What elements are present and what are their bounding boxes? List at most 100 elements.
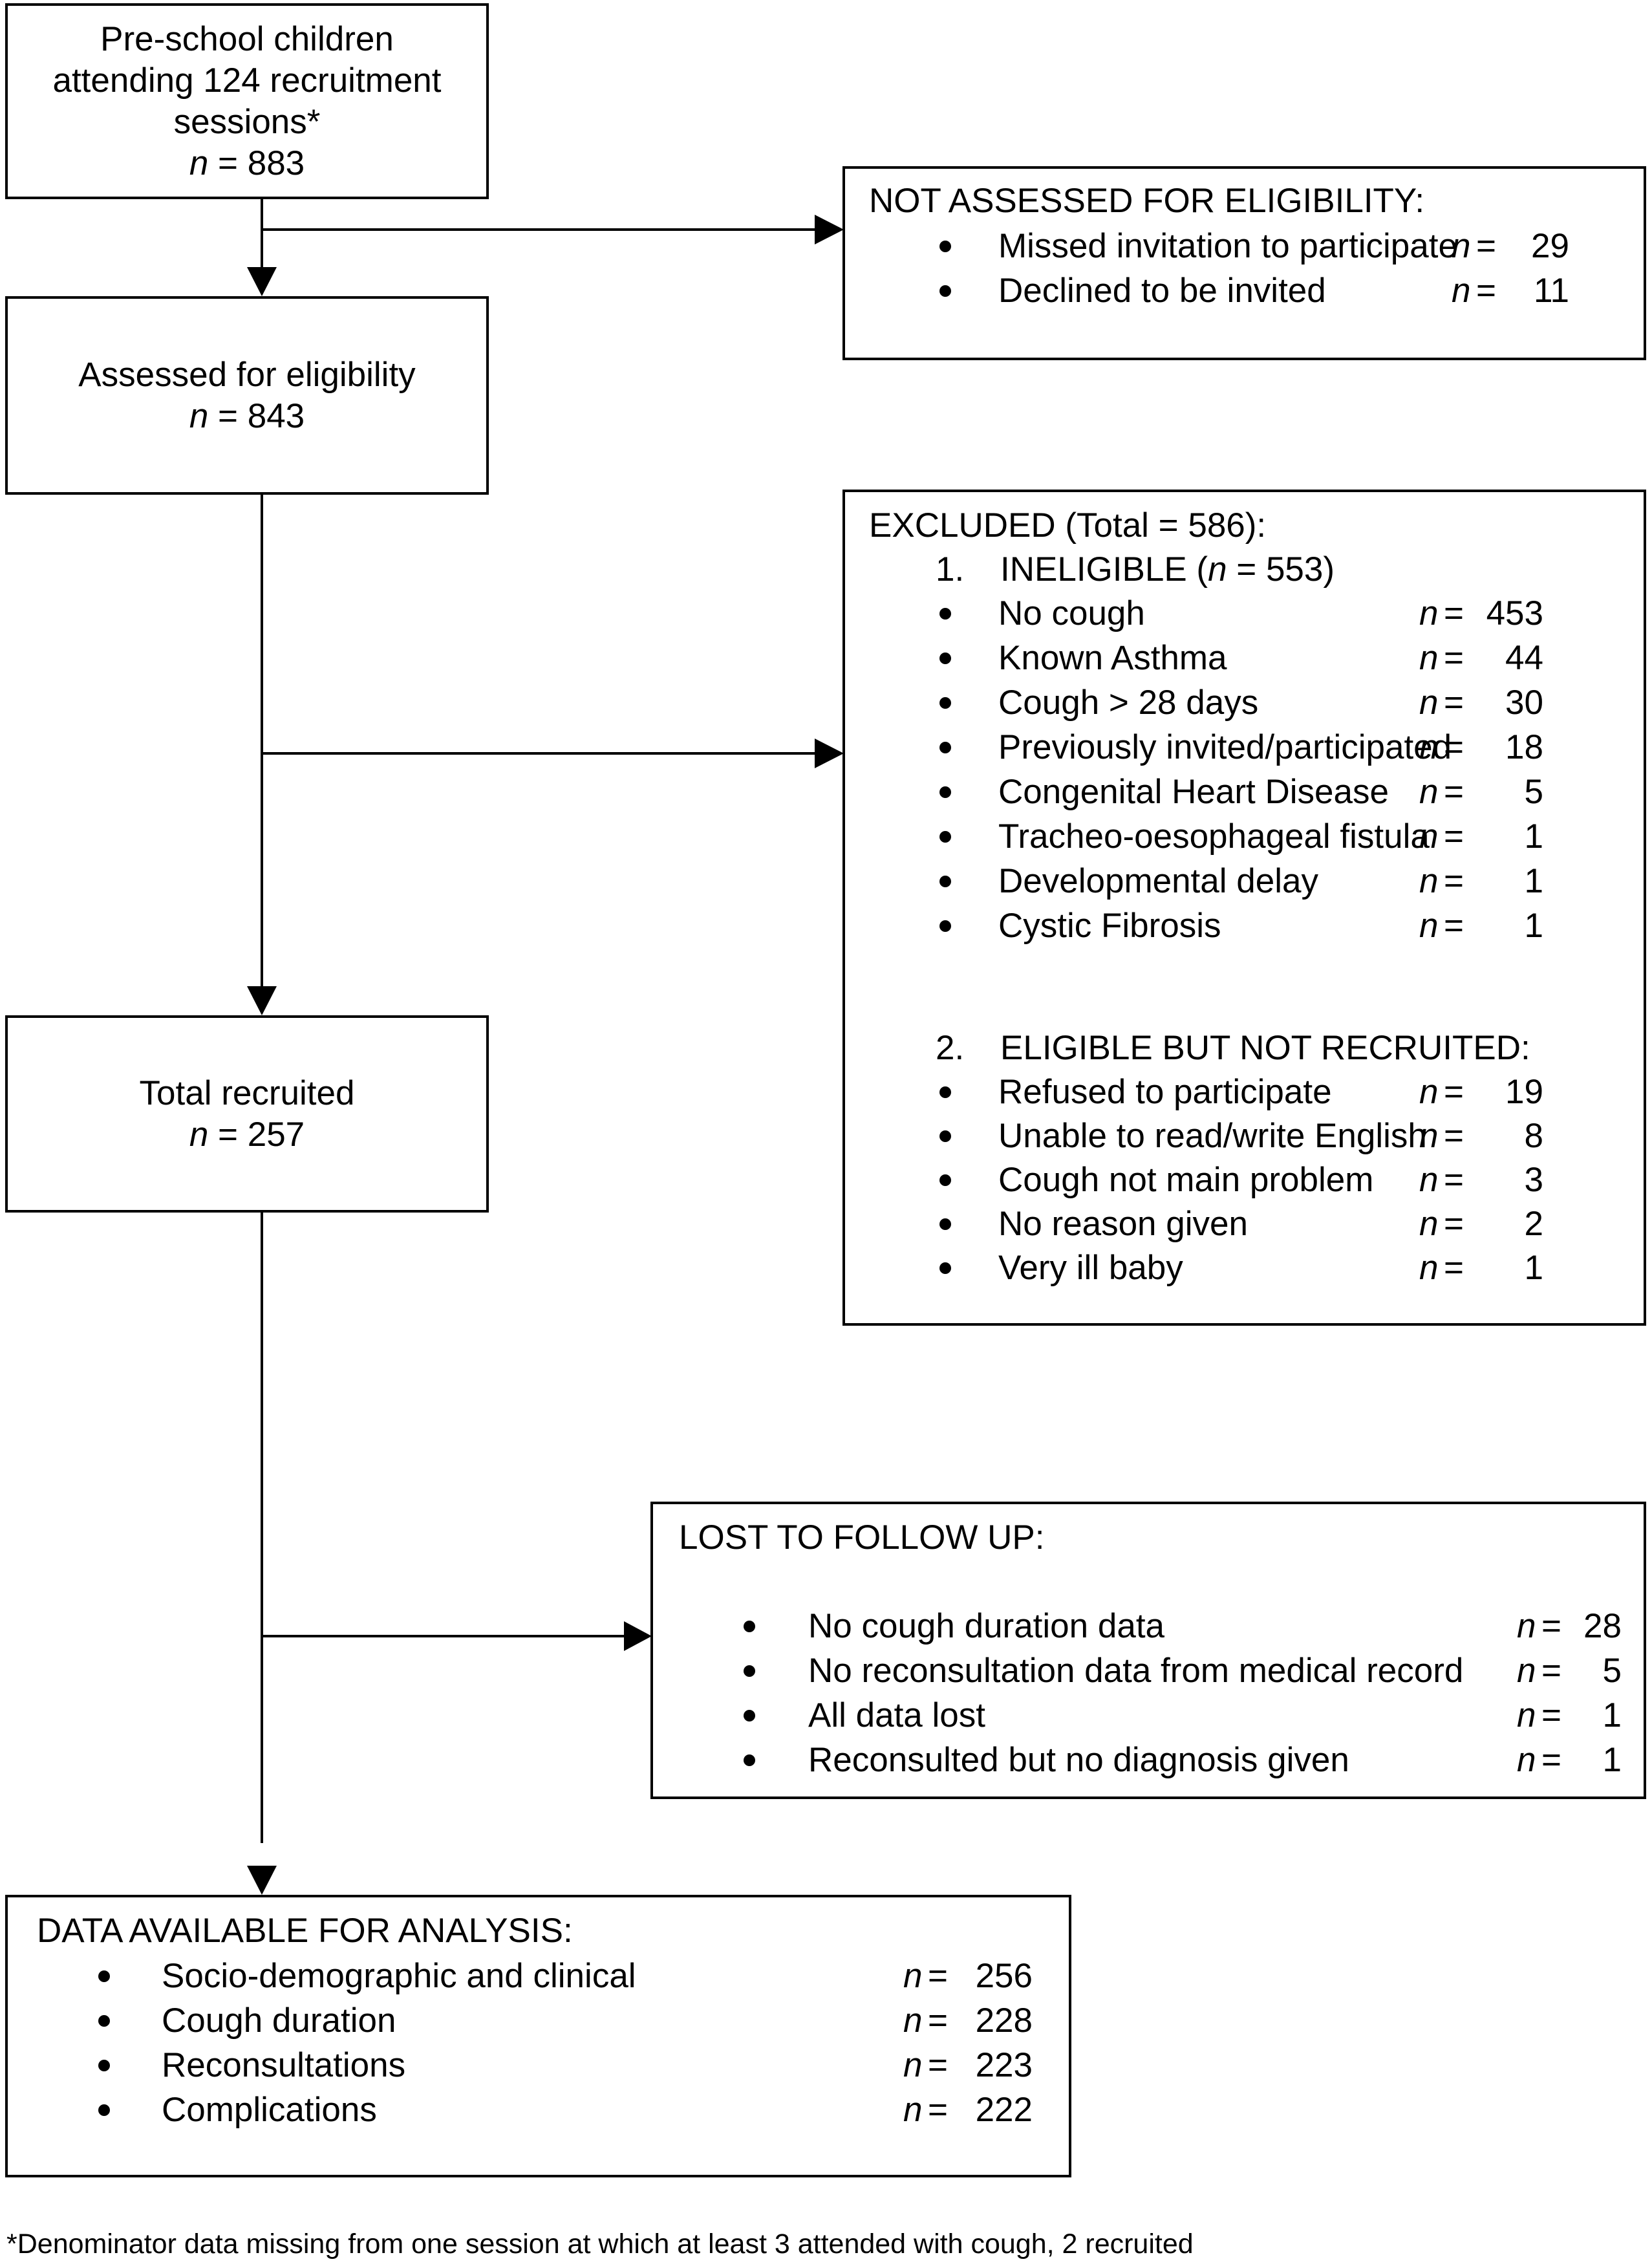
item-count: 228 <box>975 2002 1033 2040</box>
item-count: 453 <box>1486 594 1543 632</box>
item-label: Reconsultations <box>162 2046 406 2084</box>
equals-sign: = <box>1476 227 1496 265</box>
equals-sign: = <box>1541 1696 1561 1734</box>
equals-sign: = <box>1541 1741 1561 1779</box>
item-count: 1 <box>1602 1741 1622 1779</box>
item-label: Known Asthma <box>998 639 1227 677</box>
n-symbol: n <box>1517 1696 1536 1734</box>
n-symbol: n <box>1419 817 1439 856</box>
n-symbol: n <box>1419 1249 1439 1287</box>
bullet-icon <box>939 608 951 620</box>
equals-sign: = <box>1444 639 1464 677</box>
group1-title-pre: INELIGIBLE ( <box>1000 550 1208 588</box>
equals-sign: = <box>928 2046 948 2084</box>
n-symbol: n <box>1517 1741 1536 1779</box>
equals-sign: = <box>1444 728 1464 766</box>
item-label: Tracheo-oesophageal fistula <box>998 817 1430 856</box>
equals-sign: = <box>1444 1073 1464 1111</box>
available-title: DATA AVAILABLE FOR ANALYSIS: <box>37 1912 573 1950</box>
bullet-icon <box>939 742 951 753</box>
footnote: *Denominator data missing from one sessi… <box>6 2228 1194 2260</box>
item-label: Cough > 28 days <box>998 684 1259 722</box>
arrowhead-excluded <box>815 739 844 768</box>
bullet-icon <box>98 1970 110 1982</box>
item-label: Unable to read/write English <box>998 1117 1427 1155</box>
group2-number: 2. <box>936 1029 965 1067</box>
list-item: Known Asthma n= 44 <box>845 636 1644 680</box>
equals-sign: = <box>1541 1607 1561 1645</box>
item-label: No cough duration data <box>808 1607 1165 1645</box>
equals-sign: = <box>1444 1249 1464 1287</box>
item-count: 44 <box>1505 639 1543 677</box>
item-count: 3 <box>1524 1161 1543 1199</box>
start-line-2: attending 124 recruitment <box>52 61 442 100</box>
equals-sign: = <box>1444 1205 1464 1243</box>
item-label: No reason given <box>998 1205 1248 1243</box>
bullet-icon <box>744 1754 755 1766</box>
item-count: 11 <box>1533 272 1569 310</box>
item-label: Cough not main problem <box>998 1161 1374 1199</box>
item-label: Cystic Fibrosis <box>998 907 1221 945</box>
recruited-count-value: = 257 <box>218 1115 305 1154</box>
item-count: 5 <box>1524 773 1543 811</box>
bullet-icon <box>939 1130 951 1142</box>
item-label: Declined to be invited <box>998 272 1326 310</box>
box-data-available: DATA AVAILABLE FOR ANALYSIS: Socio-demog… <box>5 1895 1071 2177</box>
item-label: Congenital Heart Disease <box>998 773 1389 811</box>
equals-sign: = <box>1444 773 1464 811</box>
assessed-count: n = 843 <box>189 396 305 437</box>
n-symbol: n <box>1419 1073 1439 1111</box>
arrowhead-recruited <box>247 986 277 1015</box>
n-symbol: n <box>1419 728 1439 766</box>
item-count: 222 <box>975 2091 1033 2129</box>
equals-sign: = <box>1444 1117 1464 1155</box>
box-lost-to-follow-up: LOST TO FOLLOW UP: No cough duration dat… <box>650 1502 1646 1799</box>
box-excluded: EXCLUDED (Total = 586): 1. INELIGIBLE (n… <box>842 490 1646 1326</box>
bullet-icon <box>939 1174 951 1186</box>
item-count: 1 <box>1524 907 1543 945</box>
start-count-value: = 883 <box>218 144 305 182</box>
box-total-recruited: Total recruited n = 257 <box>5 1015 489 1213</box>
n-symbol: n <box>1452 227 1471 265</box>
bullet-icon <box>744 1710 755 1721</box>
n-symbol: n <box>189 1115 209 1154</box>
n-symbol: n <box>1419 684 1439 722</box>
not-assessed-title: NOT ASSESSED FOR ELIGIBILITY: <box>869 182 1425 220</box>
equals-sign: = <box>1541 1652 1561 1690</box>
item-count: 18 <box>1505 728 1543 766</box>
group1-number: 1. <box>936 550 965 588</box>
item-label: Developmental delay <box>998 862 1318 900</box>
bullet-icon <box>939 241 951 252</box>
item-count: 5 <box>1602 1652 1622 1690</box>
n-symbol: n <box>189 144 209 182</box>
item-count: 1 <box>1524 862 1543 900</box>
n-symbol: n <box>903 2046 923 2084</box>
start-line-1: Pre-school children <box>100 19 394 58</box>
box-preschool-children: Pre-school children attending 124 recrui… <box>5 3 489 199</box>
item-count: 256 <box>975 1957 1033 1995</box>
item-count: 223 <box>975 2046 1033 2084</box>
n-symbol: n <box>1419 907 1439 945</box>
box-assessed-for-eligibility: Assessed for eligibility n = 843 <box>5 296 489 495</box>
arrowhead-lost <box>624 1621 652 1651</box>
bullet-icon <box>939 697 951 709</box>
equals-sign: = <box>928 1957 948 1995</box>
bullet-icon <box>939 1262 951 1274</box>
start-count: n = 883 <box>189 143 305 184</box>
spine-seg-a <box>261 199 263 272</box>
item-count: 29 <box>1531 227 1569 265</box>
bullet-icon <box>939 920 951 932</box>
n-symbol: n <box>1517 1607 1536 1645</box>
n-symbol: n <box>1419 639 1439 677</box>
n-symbol: n <box>1419 773 1439 811</box>
